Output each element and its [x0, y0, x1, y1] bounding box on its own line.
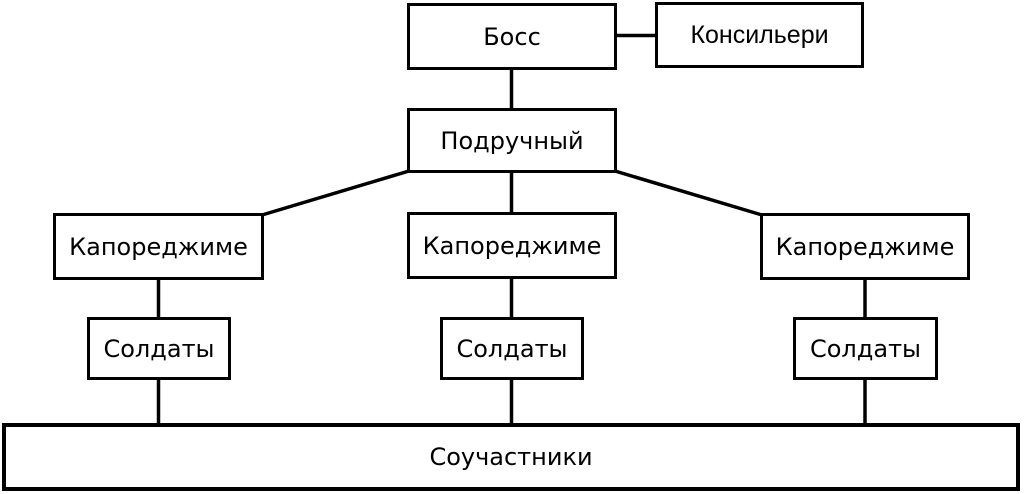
- node-caporegime-left: Капореджиме: [53, 213, 264, 280]
- connector-underboss-capo-left: [261, 169, 410, 217]
- node-soldiers-right: Солдаты: [793, 317, 938, 380]
- node-underboss: Подручный: [407, 108, 617, 173]
- node-consigliere: Консильери: [655, 2, 864, 68]
- connector-underboss-capo-right: [614, 169, 763, 217]
- node-soldiers-left: Солдаты: [87, 317, 231, 380]
- node-boss: Босс: [407, 3, 617, 70]
- node-caporegime-right: Капореджиме: [760, 213, 970, 280]
- node-caporegime-middle: Капореджиме: [407, 212, 617, 279]
- node-soldiers-middle: Солдаты: [440, 317, 584, 380]
- node-associates: Соучастники: [2, 423, 1020, 491]
